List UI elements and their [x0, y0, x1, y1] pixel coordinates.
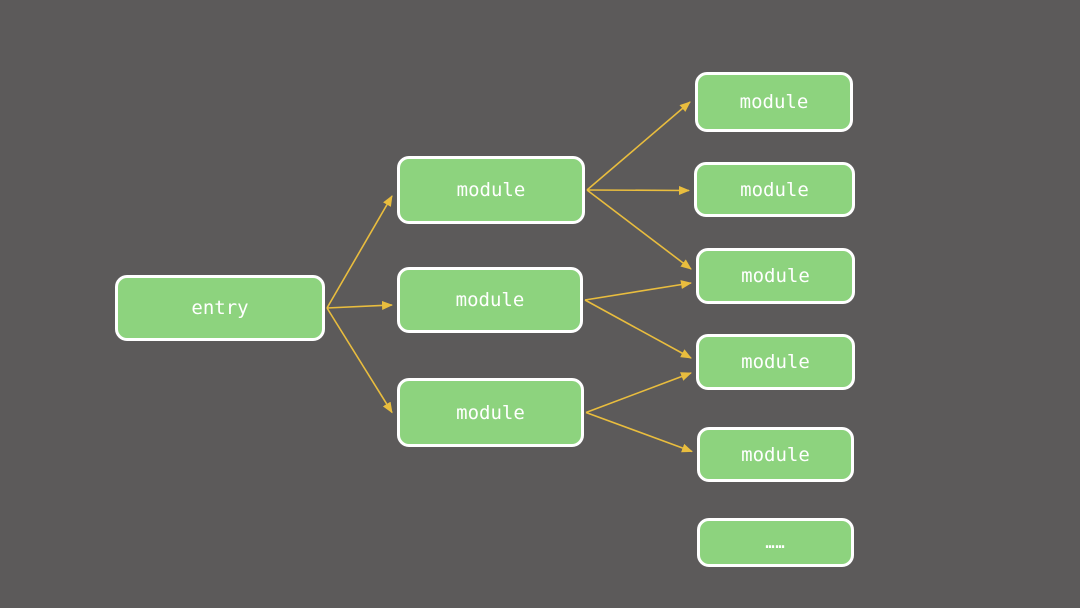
- node-r4: module: [696, 334, 855, 390]
- node-entry: entry: [115, 275, 325, 341]
- arrow-m2-to-r4: [584, 299, 692, 359]
- node-m2: module: [397, 267, 583, 333]
- node-r5: module: [697, 427, 854, 482]
- arrow-m3-to-r5: [585, 411, 693, 453]
- node-r2: module: [694, 162, 855, 217]
- node-label-r6: ……: [765, 533, 786, 552]
- node-label-r3: module: [741, 265, 810, 287]
- node-r1: module: [695, 72, 853, 132]
- node-r3: module: [696, 248, 855, 304]
- arrow-m1-to-r1: [586, 101, 691, 191]
- node-label-m1: module: [456, 179, 526, 201]
- node-label-m3: module: [456, 401, 525, 424]
- node-m1: module: [397, 156, 585, 224]
- arrow-entry-to-m1: [326, 195, 393, 309]
- node-m3: module: [397, 378, 584, 447]
- arrow-entry-to-m3: [326, 307, 393, 414]
- arrow-m1-to-r2: [586, 185, 690, 195]
- node-label-r5: module: [741, 443, 810, 466]
- node-label-r1: module: [739, 91, 809, 113]
- arrow-entry-to-m2: [326, 300, 393, 310]
- node-label-r2: module: [740, 178, 809, 201]
- node-r6: ……: [697, 518, 854, 567]
- arrow-m2-to-r3: [584, 280, 692, 301]
- arrow-m1-to-r3: [586, 189, 692, 270]
- arrow-m3-to-r4: [585, 372, 692, 414]
- node-label-m2: module: [455, 289, 525, 311]
- node-label-entry: entry: [191, 297, 249, 319]
- node-label-r4: module: [741, 351, 810, 373]
